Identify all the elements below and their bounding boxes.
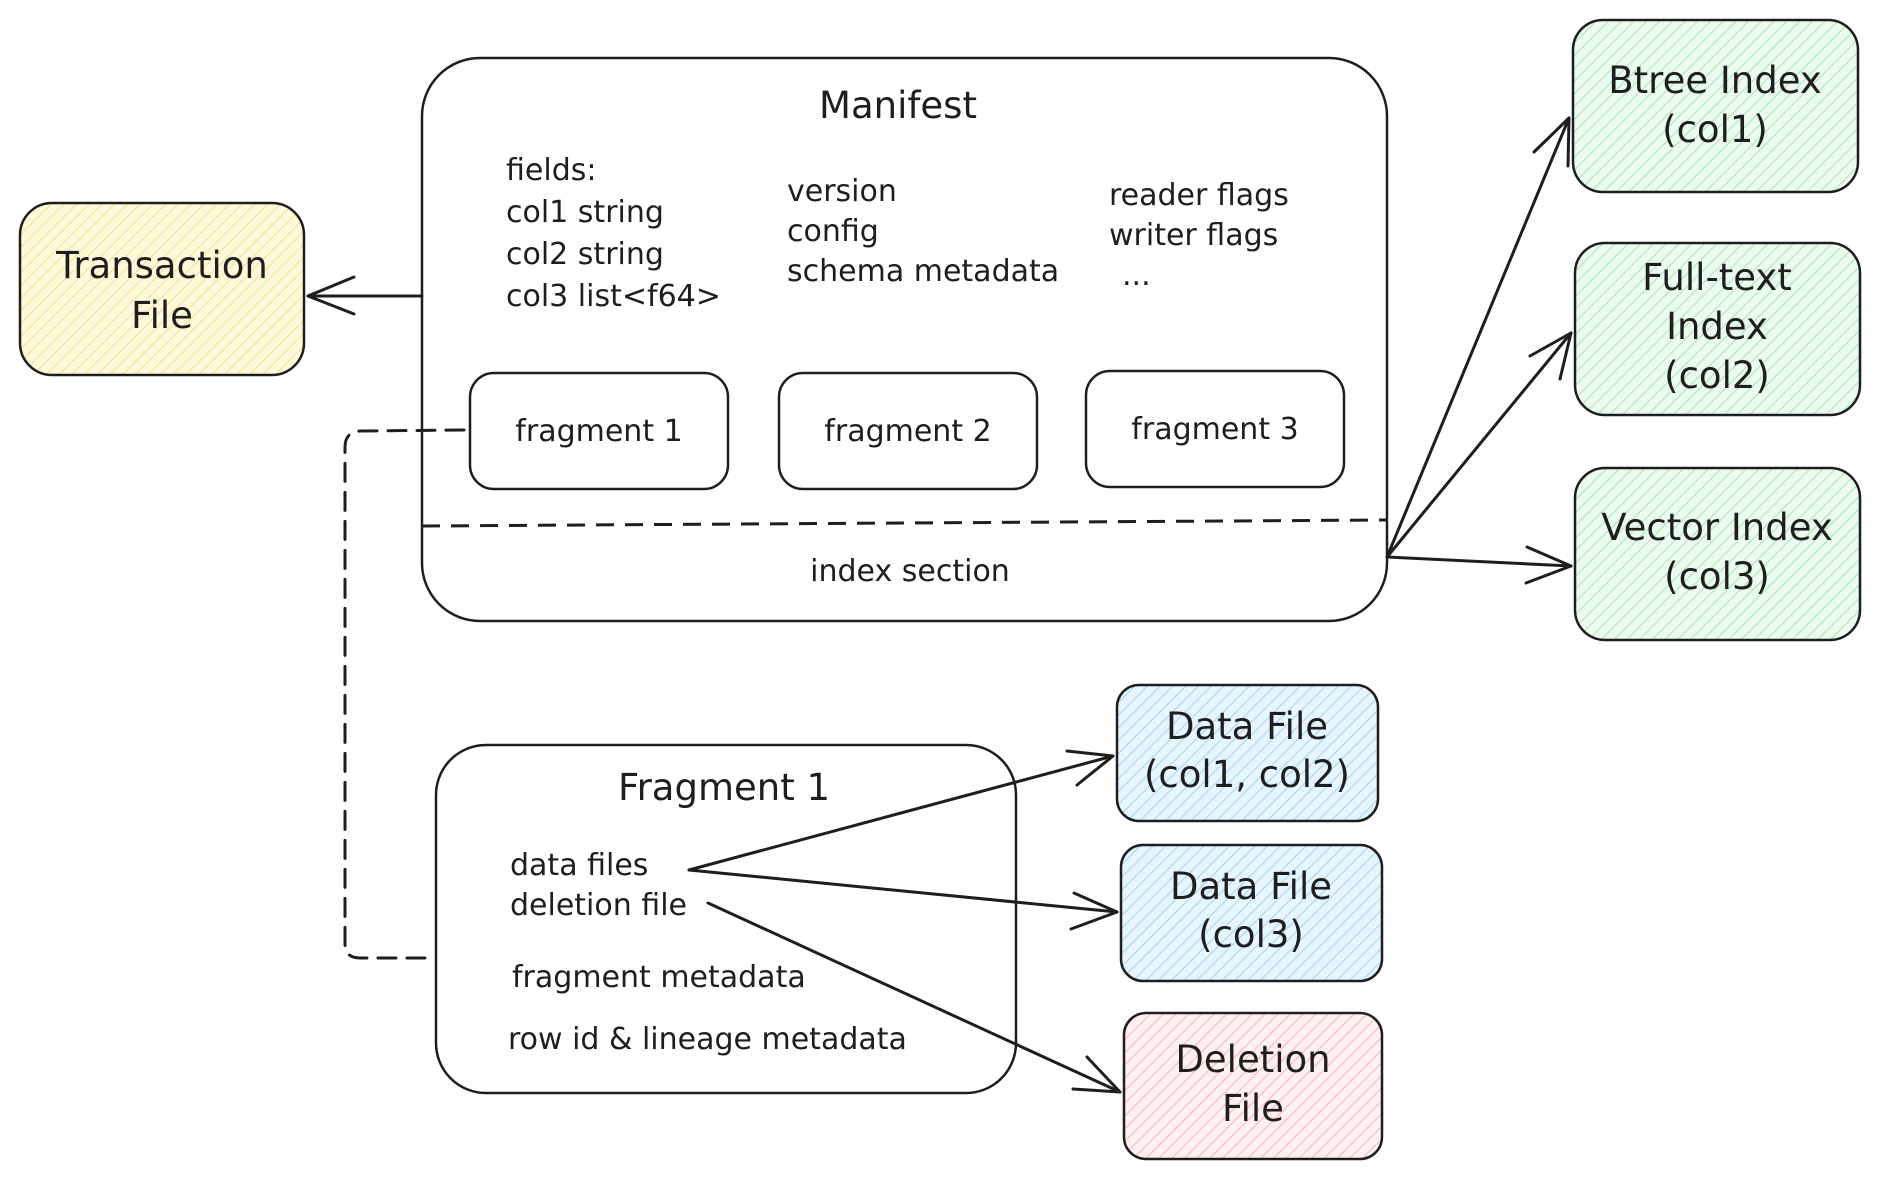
data-file-2-line1: Data File [1170, 865, 1332, 908]
manifest-fields-label: fields: [506, 153, 596, 188]
btree-index-line1: Btree Index [1608, 59, 1821, 102]
manifest-flags-ellipsis: ... [1122, 258, 1151, 293]
fulltext-index-line1: Full-text [1642, 256, 1792, 299]
data-file-1-line2: (col1, col2) [1144, 753, 1350, 796]
vector-index-line2: (col3) [1664, 555, 1770, 598]
manifest-title: Manifest [819, 84, 977, 127]
fragment-3-label: fragment 3 [1131, 412, 1298, 447]
manifest-box: Manifest fields: col1 string col2 string… [420, 56, 1389, 623]
fragment-2-box: fragment 2 [777, 371, 1039, 491]
deletion-file-line1: Deletion [1175, 1038, 1330, 1081]
fragment-detail-title: Fragment 1 [618, 766, 830, 809]
manifest-to-vector-arrow [1385, 545, 1573, 585]
fragment-1-label: fragment 1 [515, 414, 682, 449]
fragment-detail-box: Fragment 1 data files deletion file frag… [434, 743, 1018, 1095]
fulltext-index-line3: (col2) [1664, 354, 1770, 397]
manifest-to-btree-arrow [1385, 116, 1571, 559]
fragment-1-box: fragment 1 [468, 371, 730, 491]
btree-index-line2: (col1) [1662, 108, 1768, 151]
transaction-file-line2: File [131, 294, 193, 337]
transaction-file-box: Transaction File [18, 201, 306, 377]
fragment-item-metadata: fragment metadata [512, 960, 806, 995]
manifest-to-fulltext-arrow [1385, 331, 1573, 559]
fragment-3-box: fragment 3 [1084, 369, 1346, 489]
transaction-file-line1: Transaction [55, 244, 268, 287]
manifest-reader-flags: reader flags [1109, 178, 1289, 213]
data-files-to-data-file-2-arrow [687, 868, 1119, 931]
fragment-2-label: fragment 2 [824, 414, 991, 449]
fragment-item-lineage: row id & lineage metadata [508, 1022, 907, 1057]
deletion-file-to-deletion-box-arrow [706, 901, 1122, 1094]
deletion-file-line2: File [1222, 1087, 1284, 1130]
data-file-col1-col2-box: Data File (col1, col2) [1115, 683, 1380, 823]
manifest-to-transaction-arrow [306, 275, 424, 316]
manifest-field-col2: col2 string [506, 237, 664, 272]
manifest-writer-flags: writer flags [1109, 218, 1278, 253]
vector-index-box: Vector Index (col3) [1573, 466, 1862, 642]
manifest-field-col3: col3 list<f64> [506, 279, 721, 314]
manifest-field-col1: col1 string [506, 195, 664, 230]
data-file-col3-box: Data File (col3) [1119, 843, 1384, 983]
fulltext-index-line2: Index [1666, 305, 1768, 348]
manifest-meta-schema: schema metadata [787, 254, 1059, 289]
fragment-item-data-files: data files [510, 848, 648, 883]
data-file-2-line2: (col3) [1198, 913, 1304, 956]
index-section-label: index section [810, 554, 1010, 589]
fragment-1-link [343, 428, 466, 960]
manifest-meta-version: version [787, 174, 897, 209]
fulltext-index-box: Full-text Index (col2) [1573, 241, 1862, 417]
data-file-1-line1: Data File [1166, 705, 1328, 748]
vector-index-line1: Vector Index [1601, 506, 1833, 549]
index-section-divider [421, 518, 1388, 528]
btree-index-box: Btree Index (col1) [1571, 18, 1860, 194]
manifest-meta-config: config [787, 214, 879, 249]
deletion-file-box: Deletion File [1122, 1011, 1384, 1161]
data-files-to-data-file-1-arrow [687, 749, 1115, 872]
fragment-item-deletion-file: deletion file [510, 888, 687, 923]
